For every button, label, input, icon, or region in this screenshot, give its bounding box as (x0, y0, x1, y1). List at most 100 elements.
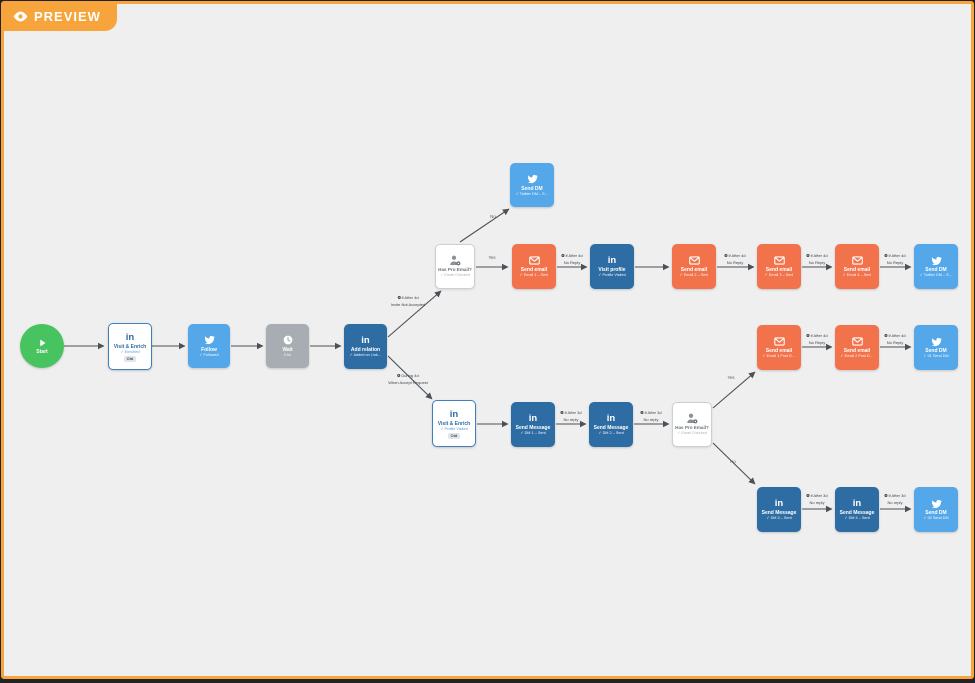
send-email-node-2[interactable]: Send email✓ Email 2 – Sent (672, 244, 716, 289)
check-icon: ✓ (515, 191, 520, 196)
send-dm-node-02[interactable]: Send DM✓ 02 Send DM (914, 487, 958, 532)
play-icon (38, 337, 47, 348)
start-node[interactable]: Start (20, 324, 64, 368)
node-title: Send email (843, 267, 871, 273)
linkedin-icon: in (125, 331, 135, 343)
send-dm-twitter-node-2[interactable]: Send DM✓ Twitter DM – S… (914, 244, 958, 289)
node-subtitle: ✓ Twitter DM – S… (919, 273, 953, 277)
node-title: Visit profile (598, 267, 626, 273)
node-title: Send Message (839, 510, 875, 516)
send-dm-node-01[interactable]: Send DM✓ 01 Send DM (914, 325, 958, 370)
has-pro-email-condition-1[interactable]: Has Pro Email?✓ Email Checked (435, 244, 475, 289)
node-title: Send DM (925, 510, 947, 516)
clock-icon (806, 334, 810, 338)
clock-icon (884, 334, 888, 338)
mail-icon (773, 336, 785, 347)
node-subtitle: ✓ DM 4 – Sent (844, 516, 870, 520)
linkedin-icon: in (528, 413, 538, 424)
check-icon: ✓ (677, 431, 682, 435)
edge-label-text: If After 3d (888, 493, 906, 498)
edge-label-text: No reply (887, 499, 903, 505)
linkedin-icon: in (774, 498, 784, 509)
check-icon: ✓ (679, 273, 684, 277)
node-subtitle: ✓ DM 2 – Sent (598, 431, 624, 435)
node-subtitle: ✓ Profile Visited (440, 426, 468, 431)
clock-icon (884, 494, 888, 498)
edge-label-text: If After 4d (401, 295, 419, 300)
send-email-node-1[interactable]: Send email✓ Email 1 – Sent (512, 244, 556, 289)
node-title: Visit & Enrich (113, 343, 147, 350)
send-email-post-node-1[interactable]: Send email✓ Email 1 Post D… (757, 325, 801, 370)
node-subtitle: ✓ DM 3 – Sent (766, 516, 792, 520)
node-title: Has Pro Email? (438, 267, 472, 272)
send-dm-twitter-node-1[interactable]: Send DM✓ Twitter DM – S… (510, 163, 554, 207)
follow-node[interactable]: Follow✓ Followed (188, 324, 230, 368)
mail-icon (528, 255, 540, 266)
node-title: Send Message (761, 510, 797, 516)
node-title: Visit & Enrich (437, 420, 471, 427)
node-title: Follow (201, 346, 217, 353)
clock-icon (806, 254, 810, 258)
send-email-node-4[interactable]: Send email✓ Email 4 – Sent (835, 244, 879, 289)
send-email-node-3[interactable]: Send email✓ Email 3 – Sent (757, 244, 801, 289)
edge-label-text: No Reply (726, 259, 744, 265)
edge-label-text: If After 4d (888, 253, 906, 258)
edge-label-text: If After 3d (564, 410, 582, 415)
edge-label-text: If After 4d (888, 333, 906, 338)
node-title: Send Message (515, 425, 551, 431)
edge-label-text: If After 3d (644, 410, 662, 415)
clock-icon (884, 254, 888, 258)
edge-label-text: Yes (488, 255, 496, 260)
clock-icon (806, 494, 810, 498)
mail-icon (851, 336, 863, 347)
node-subtitle: ✓ Email 2 Post D… (840, 354, 874, 358)
check-icon: ✓ (440, 426, 445, 431)
preview-badge-label: PREVIEW (34, 9, 101, 24)
check-icon: ✓ (519, 273, 524, 277)
mail-icon (851, 255, 863, 266)
node-subtitle: ✓ Email 3 – Sent (764, 273, 794, 277)
check-icon: ✓ (919, 273, 924, 277)
preview-badge: PREVIEW (4, 4, 117, 31)
has-pro-email-condition-2[interactable]: Has Pro Email?✓ Email Checked (672, 402, 712, 447)
edge-layer (64, 208, 912, 513)
twitter-icon (527, 174, 538, 185)
node-title: Send email (520, 267, 548, 273)
edge-label-text: If After 3d (810, 493, 828, 498)
node-subtitle: ✓ Email 2 – Sent (679, 273, 709, 277)
edge-label-text: No Reply (808, 339, 826, 345)
node-title: Send DM (925, 267, 947, 273)
check-icon: ✓ (440, 273, 445, 277)
node-subtitle: ✓ Email 1 Post D… (762, 354, 796, 358)
mail-icon (773, 255, 785, 266)
edge-label-text: No (490, 214, 496, 219)
node-title: Has Pro Email? (675, 425, 709, 430)
edge-label-text: During 4d (401, 373, 419, 378)
node-badge: Old (124, 356, 136, 362)
check-icon: ✓ (598, 273, 603, 277)
check-icon: ✓ (598, 431, 603, 435)
edge-label: Yes (727, 375, 734, 382)
edge-label: No (490, 214, 496, 221)
node-title: Send email (680, 267, 708, 273)
node-title: Send email (765, 267, 793, 273)
edge-label-text: No reply (643, 416, 659, 422)
clock-icon (561, 254, 565, 258)
send-email-post-node-2[interactable]: Send email✓ Email 2 Post D… (835, 325, 879, 370)
node-subtitle: ✓ Twitter DM – S… (515, 191, 549, 196)
